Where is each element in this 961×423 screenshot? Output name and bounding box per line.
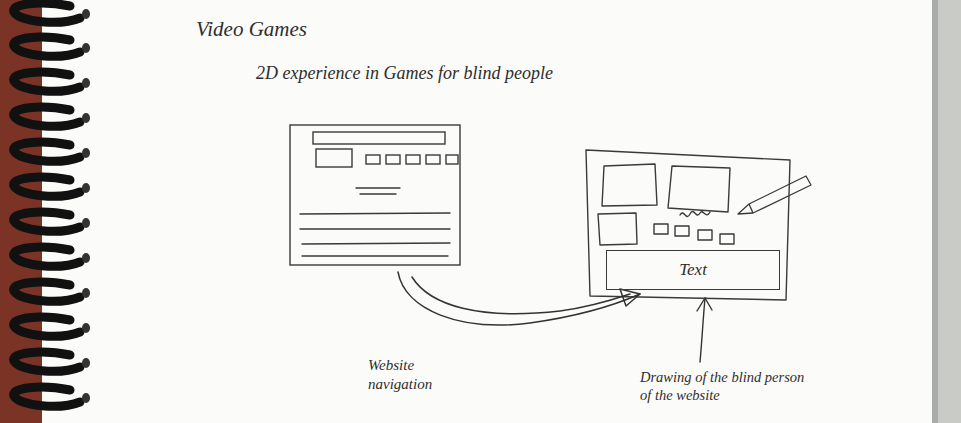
- pencil: [738, 176, 811, 214]
- navigation-arrow: [398, 272, 640, 325]
- subtitle-note: 2D experience in Games for blind people: [256, 62, 676, 85]
- box-text: Text: [679, 260, 707, 280]
- spiral-binding: [14, 3, 80, 406]
- page-edge-shadow: [932, 0, 938, 423]
- page-edge: [932, 0, 961, 423]
- callout-note: Drawing of the blind person of the websi…: [640, 368, 812, 404]
- arrow-label: Website navigation: [368, 356, 456, 394]
- leader-arrow: [697, 298, 712, 362]
- drawn-website-sketch: [586, 150, 790, 300]
- binding-holes: [82, 9, 90, 403]
- text-box: Text: [606, 250, 780, 290]
- page-title: Video Games: [196, 16, 307, 42]
- website-wireframe: [290, 125, 460, 265]
